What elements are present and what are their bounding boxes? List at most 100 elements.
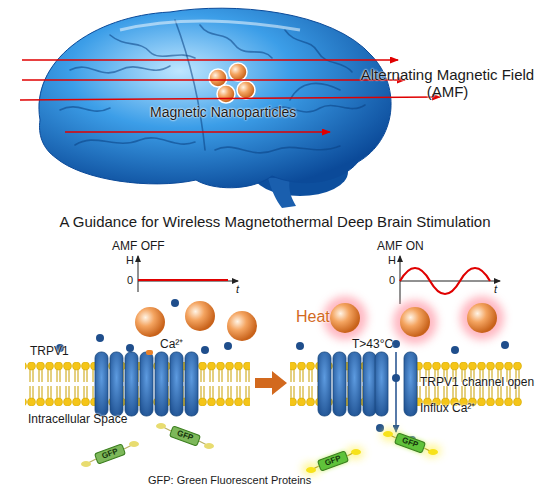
calcium-ion	[392, 374, 400, 382]
gfp-arms-bright	[302, 429, 441, 475]
nanoparticle	[467, 303, 497, 333]
flux-label: Influx Ca²⁺	[420, 402, 475, 416]
channel-state-label: TRPV1 channel open	[420, 376, 534, 390]
brain-gyri	[60, 20, 365, 153]
nanoparticle	[209, 69, 227, 87]
axis-label: t	[494, 283, 497, 296]
calcium-ion	[126, 344, 134, 352]
axis-tick: 0	[127, 274, 133, 287]
particle-label: Magnetic Nanoparticles	[150, 104, 296, 120]
channel-helix	[185, 352, 198, 416]
brain-stem	[268, 178, 296, 208]
gfp-chromophore	[351, 449, 361, 455]
field-label: Alternating Magnetic Field (AMF)	[350, 66, 545, 101]
nanoparticle	[330, 303, 360, 333]
nanoparticle	[217, 85, 235, 103]
nanoparticle	[229, 63, 247, 81]
calcium-ion	[451, 346, 459, 354]
gfp-chromophore	[306, 467, 316, 473]
field-off-line	[138, 279, 228, 281]
gfp-protein: GFP	[317, 450, 349, 472]
channel-helix	[170, 352, 183, 416]
fluorescence-glow	[346, 447, 364, 459]
channel-helix	[375, 352, 388, 416]
calcium-ion	[296, 342, 304, 350]
axis-label: H	[388, 254, 396, 267]
field-arrow	[20, 97, 440, 100]
calcium-ion	[376, 424, 384, 432]
protein-label: GFP	[172, 427, 198, 445]
state-label: AMF ON	[377, 240, 424, 254]
trpv1-channel-open	[318, 352, 417, 416]
region-label: Intracellular Space	[28, 413, 127, 427]
axis-t	[138, 281, 238, 282]
channel-helix	[404, 352, 417, 416]
gfp-chromophore	[428, 449, 438, 455]
channel-helix	[140, 352, 153, 416]
heat-glow	[393, 300, 437, 344]
calcium-ion	[224, 342, 232, 350]
calcium-ion	[171, 299, 179, 307]
channel-helix	[333, 352, 346, 416]
field-arrow	[22, 59, 398, 61]
diagram-title: A Guidance for Wireless Magnetothermal D…	[0, 213, 550, 230]
channel-helix	[95, 352, 108, 416]
fluorescence-glow	[423, 445, 441, 457]
channel-label: TRPV1	[30, 345, 69, 359]
central-sulcus	[175, 20, 205, 150]
field-arrow	[65, 131, 330, 133]
brain-highlight	[120, 21, 300, 30]
nanoparticle-cluster	[209, 63, 255, 103]
axis-t	[400, 281, 500, 282]
protein-label: GFP	[397, 434, 423, 452]
gyrus	[285, 30, 352, 72]
heat-label: Heat	[296, 308, 330, 326]
gyrus	[75, 138, 195, 145]
channel-helix	[363, 352, 376, 416]
transition-arrow	[255, 371, 287, 395]
gfp-protein: GFP	[94, 443, 126, 465]
gyrus	[200, 25, 272, 58]
axis-h	[138, 256, 139, 292]
gyrus	[215, 146, 340, 153]
channel-helix	[110, 352, 123, 416]
gfp-chromophore	[129, 441, 139, 447]
calcium-ion	[392, 340, 400, 348]
gfp-chromophore	[383, 431, 393, 437]
protein-label: GFP	[320, 452, 346, 470]
nanoparticle	[237, 81, 255, 99]
axis-label: t	[236, 283, 239, 296]
fluorescence-glow	[302, 463, 320, 475]
ion-label: Ca²⁺	[160, 338, 183, 352]
protein-label: GFP	[97, 445, 123, 463]
influx-arrow	[395, 352, 397, 432]
channel-gate	[146, 350, 153, 355]
channel-helix	[348, 352, 361, 416]
legend-note: GFP: Green Fluorescent Proteins	[148, 474, 311, 487]
amf-off-plot	[138, 256, 238, 292]
channel-helix	[125, 352, 138, 416]
calcium-ion	[201, 346, 209, 354]
gfp-chromophore	[156, 423, 166, 429]
temperature-label: T>43°C	[352, 338, 393, 352]
nanoparticle	[135, 307, 165, 337]
gfp-chromophore	[204, 443, 214, 449]
axis-tick: 0	[389, 274, 395, 287]
left-scene	[25, 299, 257, 467]
calcium-ion	[501, 341, 509, 349]
trpv1-channel-closed	[95, 350, 198, 416]
gfp-chromophore	[81, 461, 91, 467]
state-label: AMF OFF	[112, 240, 165, 254]
channel-helix	[155, 352, 168, 416]
gyrus	[60, 107, 110, 111]
gfp-arms-dim	[81, 423, 214, 467]
gfp-protein: GFP	[169, 425, 201, 447]
channel-helix	[318, 352, 331, 416]
nanoparticle	[227, 311, 257, 341]
gfp-protein: GFP	[394, 432, 426, 454]
brain-illustration	[39, 8, 391, 208]
gyrus	[70, 66, 170, 73]
axis-label: H	[126, 254, 134, 267]
